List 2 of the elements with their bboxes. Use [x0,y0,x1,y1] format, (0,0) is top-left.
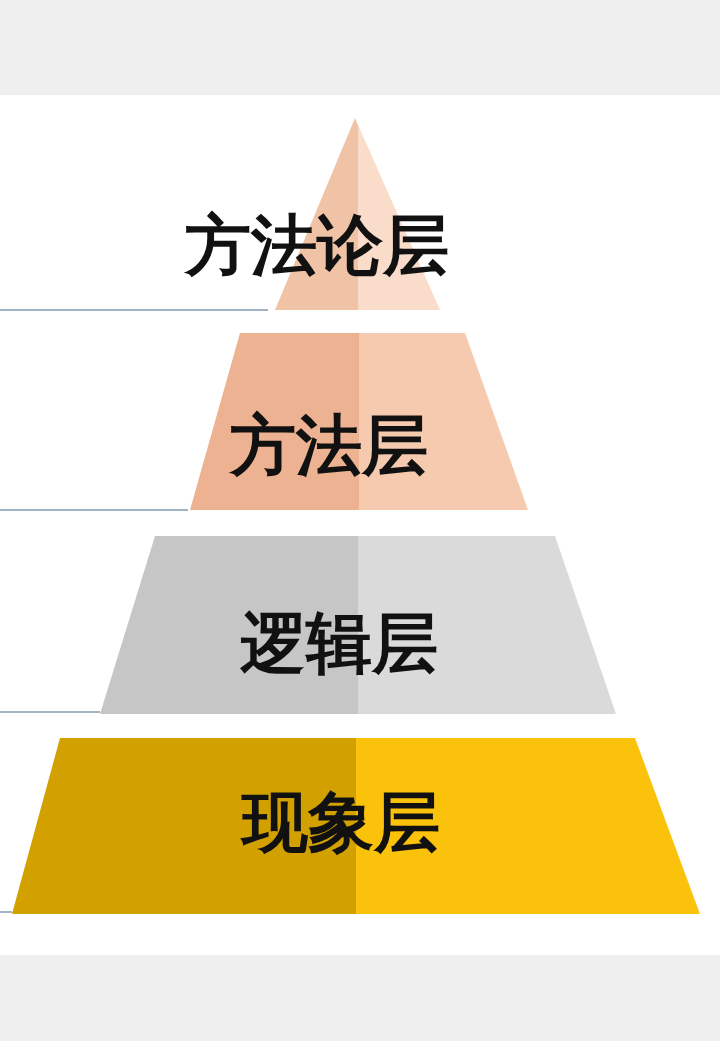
layer-label: 逻辑层 [240,611,438,677]
layer-label: 现象层 [242,790,440,856]
